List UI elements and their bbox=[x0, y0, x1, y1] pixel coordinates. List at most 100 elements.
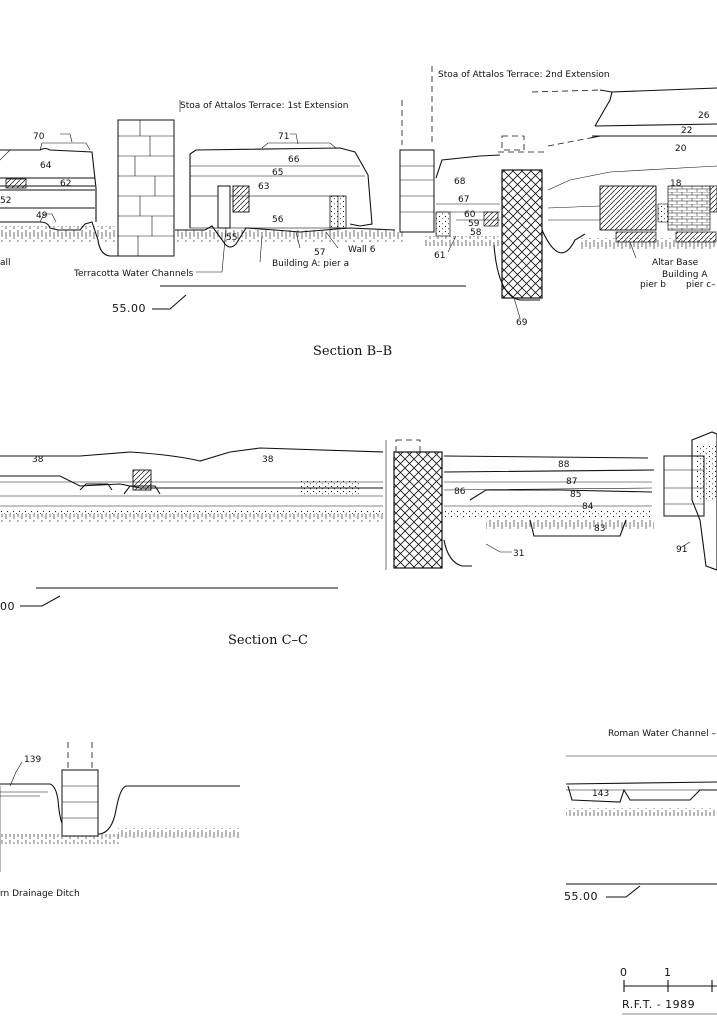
pier-post bbox=[217, 185, 231, 229]
layer-number: 84 bbox=[582, 502, 594, 512]
layer-56 bbox=[189, 195, 339, 229]
layer-number: 31 bbox=[513, 549, 524, 559]
layer-number: 71 bbox=[278, 132, 289, 142]
building-a-pier-a bbox=[232, 185, 250, 213]
layer-number: 57 bbox=[314, 248, 325, 258]
layer-number: 139 bbox=[24, 755, 41, 765]
leader-lines bbox=[0, 133, 637, 319]
pier-outline-dashed bbox=[501, 135, 525, 151]
pit-83 bbox=[529, 519, 627, 537]
crosshatched-pier bbox=[393, 451, 443, 569]
dotted-layer bbox=[444, 510, 652, 518]
ground-hatch bbox=[0, 514, 383, 522]
layer-number: 64 bbox=[40, 161, 52, 171]
layer-number: 38 bbox=[32, 455, 44, 465]
drainage-ditch-profile bbox=[0, 783, 240, 835]
layer-number: 38 bbox=[262, 455, 274, 465]
layer-number: 143 bbox=[592, 789, 609, 799]
layer-71 bbox=[261, 142, 337, 149]
section-b-b-caption: Section B–B bbox=[313, 344, 392, 359]
layer-number: 61 bbox=[434, 251, 445, 261]
small-block bbox=[79, 483, 113, 491]
layer-lines bbox=[547, 205, 601, 221]
dashed-lines bbox=[67, 742, 93, 768]
building-a-pier-c bbox=[675, 231, 717, 243]
pit-31 bbox=[443, 539, 472, 567]
layer-number: 55 bbox=[226, 233, 237, 243]
pit-69 bbox=[493, 244, 540, 301]
layer-number: 87 bbox=[566, 477, 577, 487]
layer-85 bbox=[469, 489, 653, 501]
crosshatched-pier bbox=[501, 169, 543, 299]
hatched-block bbox=[132, 469, 152, 491]
layer-18-top bbox=[547, 165, 717, 191]
dashed-line bbox=[547, 137, 591, 147]
datum-arrow bbox=[152, 294, 187, 310]
dotted-fill bbox=[300, 480, 360, 496]
section-c-c-caption: Section C–C bbox=[228, 633, 308, 648]
stones bbox=[657, 203, 669, 223]
rubble-wall bbox=[691, 431, 717, 571]
pebbles bbox=[39, 213, 57, 223]
ground-hatch bbox=[175, 230, 405, 242]
layer-68 bbox=[435, 154, 501, 179]
datum-arrow bbox=[606, 885, 641, 898]
ground-hatch bbox=[0, 226, 120, 242]
layer-number: 52 bbox=[0, 196, 11, 206]
layer-70 bbox=[39, 142, 91, 151]
wall-6-label: Wall 6 bbox=[348, 245, 376, 255]
stone-pier bbox=[117, 119, 175, 257]
scale-tick-1: 1 bbox=[664, 966, 672, 979]
pier-c-label: pier c– bbox=[686, 280, 716, 290]
layer-number: 18 bbox=[670, 179, 682, 189]
layer-26-top bbox=[599, 87, 717, 93]
layer-64 bbox=[0, 147, 97, 222]
layer-number: 86 bbox=[454, 487, 466, 497]
layer-number: 22 bbox=[681, 126, 692, 136]
layer-number: 65 bbox=[272, 168, 283, 178]
layer-number: 66 bbox=[288, 155, 300, 165]
layer-number: 56 bbox=[272, 215, 284, 225]
layer-number: 62 bbox=[60, 179, 71, 189]
building-a-label: Building A bbox=[662, 270, 708, 280]
stone-fill bbox=[435, 211, 451, 237]
scale-ticks bbox=[623, 980, 713, 992]
section-c-c: 00 38 38 88 87 86 85 84 83 31 91 Section… bbox=[0, 431, 717, 648]
brick-wall bbox=[667, 185, 711, 231]
ground-hatch bbox=[0, 834, 120, 844]
layer-38-top bbox=[0, 447, 384, 462]
layer-87 bbox=[443, 481, 653, 491]
drafter-credit: R.F.T. - 1989 bbox=[622, 998, 695, 1011]
layer-lines bbox=[0, 791, 48, 797]
section-d: 139 143 rn Drainage Ditch Roman Water Ch… bbox=[0, 729, 717, 903]
datum-arrow bbox=[20, 595, 61, 607]
layer-number: 91 bbox=[676, 545, 687, 555]
ground-hatch bbox=[118, 828, 240, 838]
drainage-ditch-label: rn Drainage Ditch bbox=[0, 889, 80, 899]
ground-line bbox=[0, 221, 396, 257]
hatched-block bbox=[5, 178, 27, 189]
layer-number: 88 bbox=[558, 460, 570, 470]
hatched-block bbox=[483, 211, 499, 227]
dotted-layer bbox=[0, 510, 383, 514]
layer-number: 85 bbox=[570, 490, 581, 500]
datum-label: 00 bbox=[0, 600, 15, 613]
altar-base-label: Altar Base bbox=[652, 258, 699, 268]
section-b-b: Stoa of Attalos Terrace: 1st Extension S… bbox=[0, 66, 717, 359]
layer-lines bbox=[0, 177, 95, 209]
water-channels-label: Terracotta Water Channels bbox=[73, 269, 194, 279]
ground-hatch bbox=[425, 236, 500, 246]
wall-fragment-label: all bbox=[0, 258, 11, 268]
stoa-1st-extension-label: Stoa of Attalos Terrace: 1st Extension bbox=[180, 101, 348, 111]
hatched-block bbox=[709, 185, 717, 213]
datum-label: 55.00 bbox=[112, 302, 146, 315]
layer-number: 49 bbox=[36, 211, 48, 221]
leader-lines bbox=[485, 541, 691, 553]
layer-88 bbox=[443, 455, 655, 473]
layer-number: 58 bbox=[470, 228, 482, 238]
pit-edge bbox=[541, 229, 586, 254]
stone-pier-small bbox=[399, 149, 435, 233]
stone-pier bbox=[61, 769, 99, 837]
layer-number: 59 bbox=[468, 219, 480, 229]
